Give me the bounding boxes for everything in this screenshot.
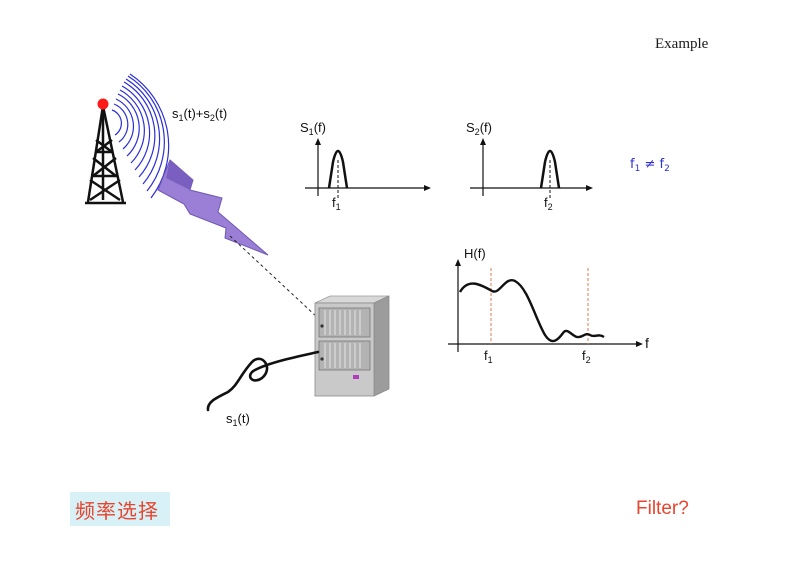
filter-axis-label: f: [645, 335, 649, 351]
radio-waves-icon: [111, 73, 170, 199]
output-cable: [206, 350, 320, 412]
antenna-beacon: [97, 98, 109, 110]
filter-tick-f1: f1: [484, 348, 493, 365]
antenna-signal-label: s1(t)+s2(t): [172, 106, 227, 123]
receiver-cabinet-icon: [314, 295, 390, 397]
filter-response-plot: [448, 259, 643, 352]
antenna-tower-icon: [85, 105, 126, 205]
spectrum-s1-plot: [305, 138, 431, 198]
receiver-output-label: s1(t): [226, 411, 250, 428]
slide-header: Example: [655, 36, 709, 52]
spectrum-s2-plot: [470, 138, 593, 198]
spectrum-s1-title: S1(f): [300, 120, 326, 137]
spectrum-s2-title: S2(f): [466, 120, 492, 137]
frequency-inequality: f1 ≠ f2: [630, 157, 670, 174]
frequency-selection-label: 频率选择: [75, 499, 159, 523]
filter-response-title: H(f): [464, 246, 486, 261]
spectrum-s2-tick: f2: [544, 195, 553, 212]
frequency-selection-highlight: [70, 492, 170, 526]
lightning-bolt-icon: [157, 159, 269, 256]
filter-question-label: Filter?: [636, 498, 689, 519]
spectrum-s1-tick: f1: [332, 195, 341, 212]
filter-tick-f2: f2: [582, 348, 591, 365]
signal-path-dashed: [229, 235, 319, 319]
